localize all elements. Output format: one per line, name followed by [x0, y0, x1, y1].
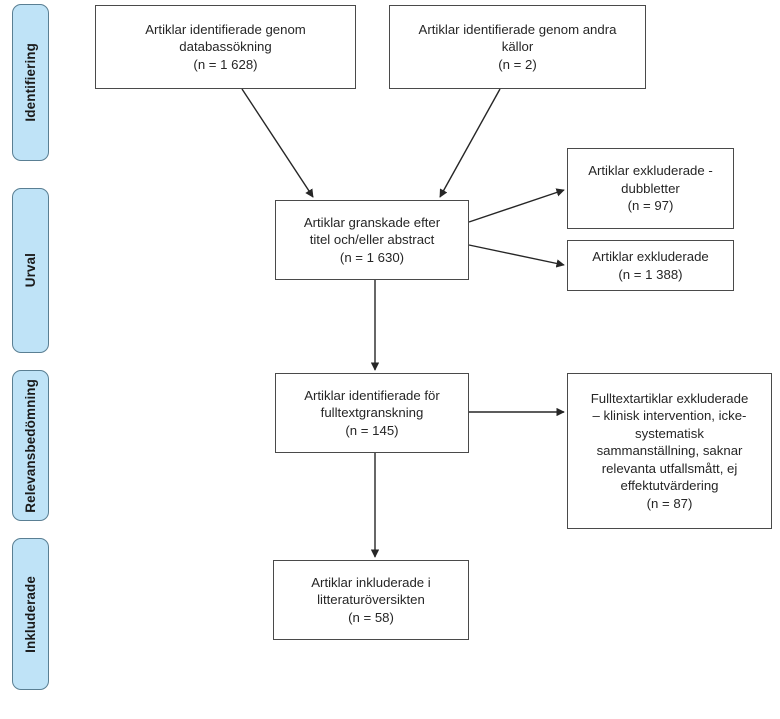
phase-tab-inkluderade[interactable]: Inkluderade [12, 538, 49, 690]
phase-tab-label: Relevansbedömning [22, 378, 38, 513]
phase-tab-label: Inkluderade [22, 575, 38, 653]
phase-tab-label: Identifiering [22, 43, 38, 122]
box-text: Artiklar granskade efter titel och/eller… [303, 214, 441, 265]
box-text: Artiklar exkluderade (n = 1 388) [592, 249, 709, 282]
box-excluded-duplicates: Artiklar exkluderade - dubbletter (n = 9… [567, 148, 734, 229]
connector-other-to-screened [439, 88, 501, 198]
connector-db-to-screened [241, 88, 314, 198]
box-excluded-screening: Artiklar exkluderade (n = 1 388) [567, 240, 734, 291]
phase-tab-relevansbedomning[interactable]: Relevansbedömning [12, 370, 49, 521]
box-text: Artiklar identifierade genom andra källo… [418, 21, 617, 72]
connector-screened-to-duplicates [468, 188, 565, 223]
phase-tab-urval[interactable]: Urval [12, 188, 49, 353]
box-text: Artiklar inkluderade i litteraturöversik… [311, 574, 431, 625]
phase-tab-label: Urval [22, 253, 38, 288]
connector-screened-to-excluded [468, 244, 565, 268]
box-fulltext-assessed: Artiklar identifierade för fulltextgrans… [275, 373, 469, 453]
box-text: Fulltextartiklar exkluderade – klinisk i… [590, 391, 749, 511]
box-text: Artiklar identifierade för fulltextgrans… [304, 387, 440, 438]
phase-tab-identifiering[interactable]: Identifiering [12, 4, 49, 161]
box-records-other-sources: Artiklar identifierade genom andra källo… [389, 5, 646, 89]
box-records-database: Artiklar identifierade genom databassökn… [95, 5, 356, 89]
box-fulltext-excluded: Fulltextartiklar exkluderade – klinisk i… [567, 373, 772, 529]
box-text: Artiklar exkluderade - dubbletter (n = 9… [588, 163, 713, 214]
box-text: Artiklar identifierade genom databassökn… [145, 21, 306, 72]
box-records-screened: Artiklar granskade efter titel och/eller… [275, 200, 469, 280]
box-studies-included: Artiklar inkluderade i litteraturöversik… [273, 560, 469, 640]
